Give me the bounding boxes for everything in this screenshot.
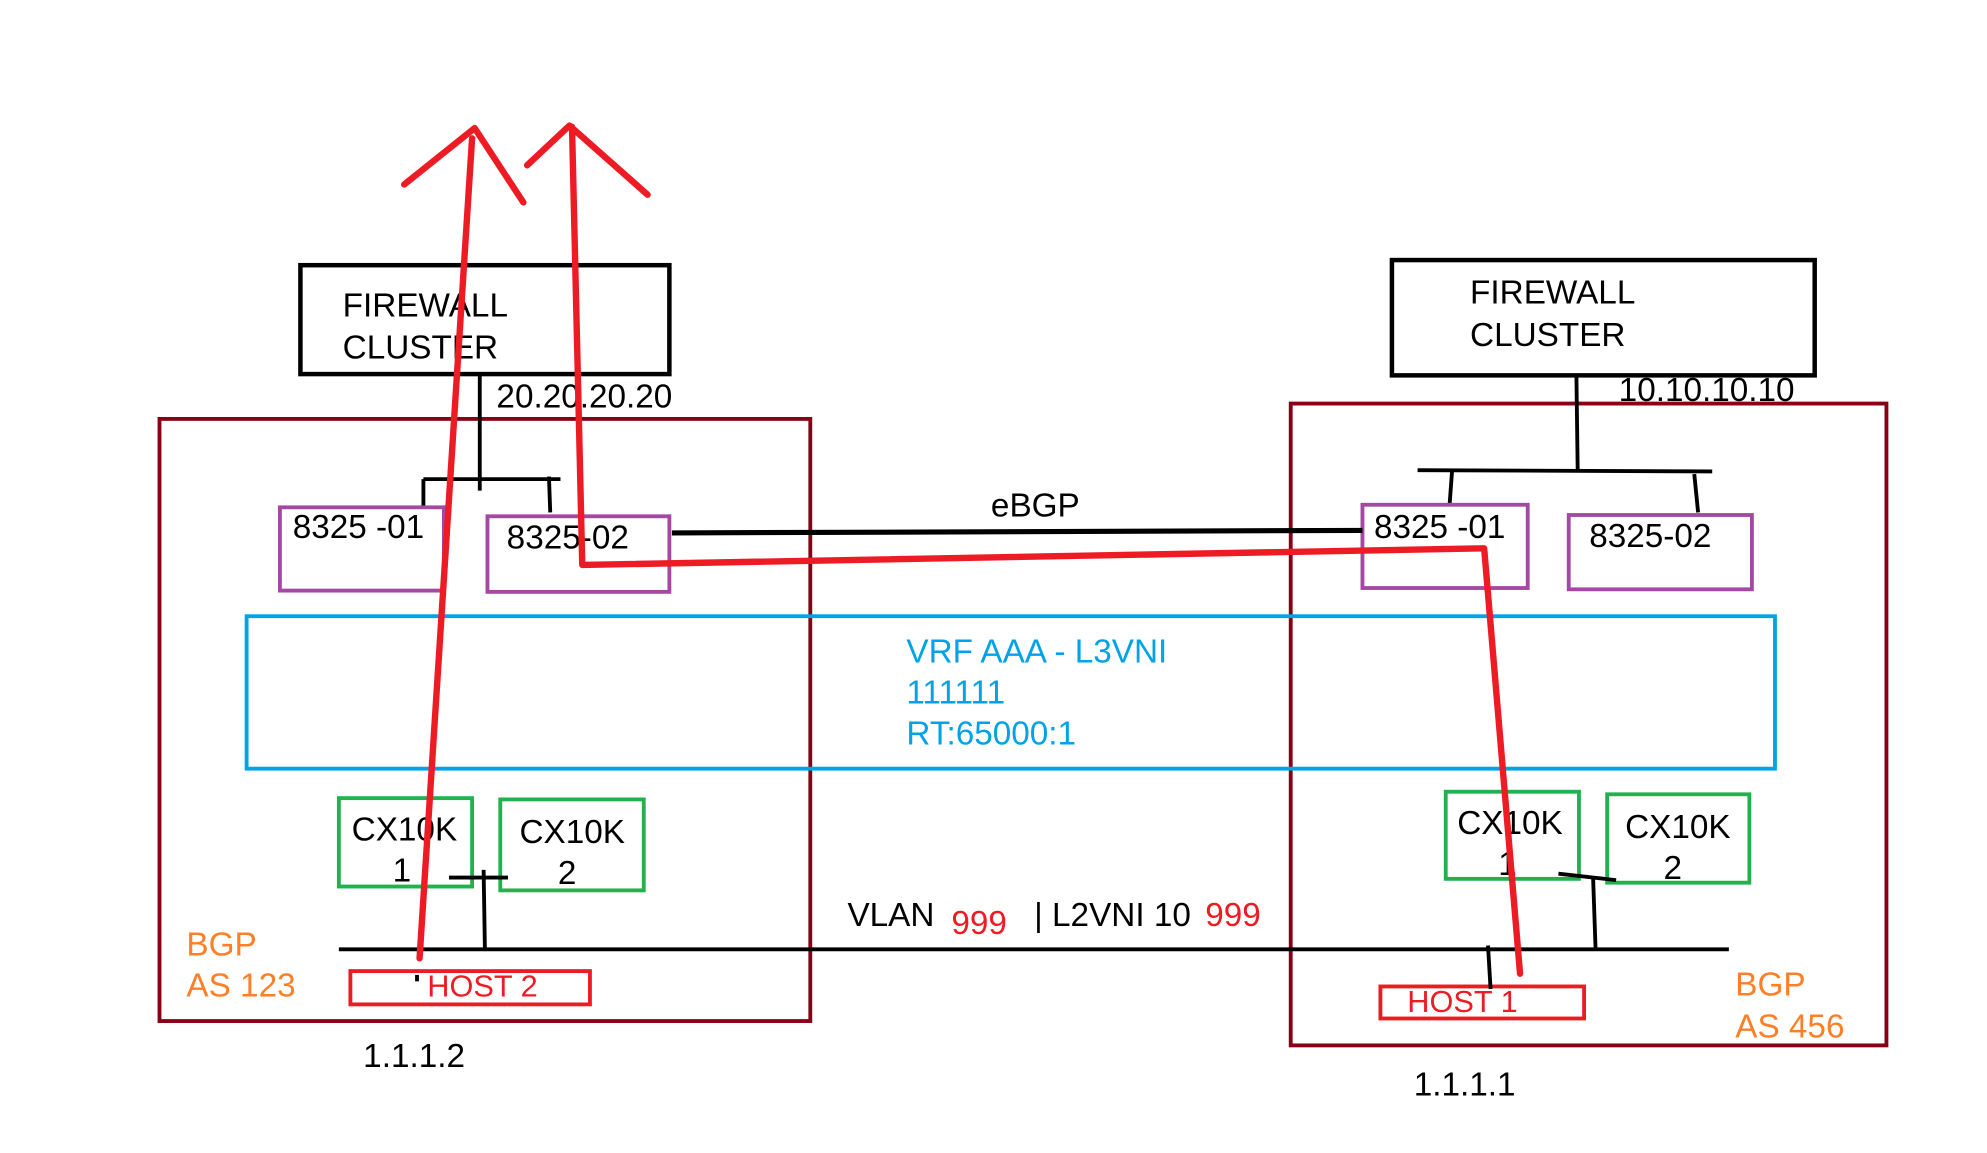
left-leaf-links (449, 869, 508, 950)
right-leaf-links (1558, 871, 1617, 951)
left-firewall-ip: 20.20.20.20 (496, 378, 672, 415)
left-leaf-2-label-2: 2 (558, 855, 577, 892)
right-host-link (1486, 945, 1493, 990)
right-site-boundary (1288, 401, 1889, 1048)
left-site-boundary (157, 417, 813, 1023)
right-host-1: HOST 1 (1378, 984, 1587, 1021)
left-host-label: HOST 2 (427, 969, 537, 1004)
right-firewall-label-1: FIREWALL (1470, 275, 1635, 312)
vlan-label: VLAN (847, 897, 934, 934)
left-leaf-2: CX10K 2 (498, 797, 646, 893)
l2vni-label: | L2VNI 10 (1034, 897, 1191, 934)
vrf-route-target: RT:65000:1 (906, 715, 1076, 752)
svg-text:VLAN 999 | L2VNI 1: VLAN 999 | L2VNI 10 999 (847, 897, 1260, 942)
left-firewall-label-2: CLUSTER (343, 330, 498, 367)
right-firewall-cluster: FIREWALL CLUSTER (1389, 257, 1817, 378)
traffic-path-host1-outbound (523, 122, 1524, 977)
vrf-name: VRF AAA - L3VNI (906, 633, 1167, 670)
vrf-l3vni: 111111 (906, 674, 1005, 711)
left-leaf-1-label-1: CX10K (352, 811, 458, 848)
vlan-id: 999 (951, 905, 1007, 942)
ebgp-label: eBGP (991, 487, 1080, 524)
left-firewall-cluster: FIREWALL CLUSTER (298, 262, 672, 377)
l2vni-suffix: 999 (1205, 897, 1261, 934)
right-bgp-label: BGP (1735, 966, 1805, 1003)
left-spine-1-label: 8325 -01 (293, 509, 424, 546)
right-spine-2: 8325-02 (1566, 513, 1754, 592)
right-leaf-2-label-2: 2 (1664, 850, 1683, 887)
left-bgp-label: BGP (186, 927, 256, 964)
right-leaf-2: CX10K 2 (1605, 792, 1752, 887)
traffic-path-host2-outbound (400, 124, 527, 962)
right-firewall-ip: 10.10.10.10 (1619, 372, 1795, 409)
ebgp-link (671, 527, 1363, 536)
right-firewall-spine-links (1417, 375, 1713, 513)
left-host-2: HOST 2 (348, 969, 592, 1007)
right-spine-1-label: 8325 -01 (1374, 509, 1505, 546)
left-firewall-label-1: FIREWALL (343, 287, 508, 324)
left-host-ip: 1.1.1.2 (363, 1038, 465, 1075)
left-leaf-2-label-1: CX10K (519, 814, 625, 851)
left-leaf-1-label-2: 1 (393, 852, 412, 889)
left-spine-2-label: 8325-02 (507, 519, 629, 556)
right-bgp-as: AS 456 (1735, 1009, 1844, 1046)
left-firewall-spine-links (421, 374, 561, 513)
right-spine-2-label: 8325-02 (1589, 518, 1711, 555)
left-spine-2: 8325-02 (485, 514, 672, 594)
left-spine-1: 8325 -01 (277, 505, 446, 593)
right-firewall-label-2: CLUSTER (1470, 317, 1625, 354)
right-host-label: HOST 1 (1407, 984, 1517, 1019)
right-leaf-2-label-1: CX10K (1625, 809, 1731, 846)
left-bgp-as: AS 123 (186, 968, 295, 1005)
vrf-box (244, 614, 1777, 771)
left-leaf-1: CX10K 1 (336, 796, 475, 889)
l2-segment-label: VLAN 999 | L2VNI 10 999 (847, 897, 1260, 942)
right-host-ip: 1.1.1.1 (1414, 1066, 1516, 1103)
right-spine-1: 8325 -01 (1360, 502, 1530, 590)
